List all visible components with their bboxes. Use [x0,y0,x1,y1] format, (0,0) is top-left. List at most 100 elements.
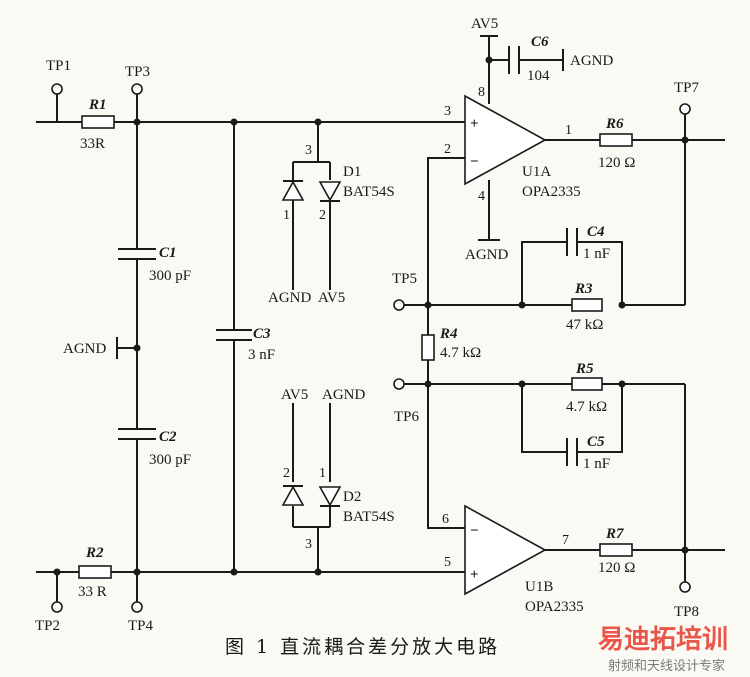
tp8-label: TP8 [674,604,699,620]
watermark-brand: 易迪拓培训 [598,625,728,655]
c2-capacitor [118,428,156,440]
tp5-label: TP5 [392,271,417,287]
component-labels: R1 33R R2 33 R R3 47 kΩ R4 4.7 kΩ R5 4.7… [78,34,635,615]
r5-ref: R5 [575,361,594,377]
junction-dots [53,56,689,576]
u1b-ref: U1B [525,579,553,595]
u1b-pin-6: 6 [442,512,449,527]
tp3-label: TP3 [125,64,150,80]
tp7-terminal [679,103,691,115]
resistor-bodies [78,115,633,579]
r7-value: 120 Ω [598,560,635,576]
c1-ref: C1 [159,245,177,261]
r6-value: 120 Ω [598,155,635,171]
d1-agnd-label: AGND [268,290,311,306]
r1-value: 33R [80,136,105,152]
u1a-pin-2: 2 [444,142,451,157]
u1b-pin-5: 5 [444,555,451,570]
tp7-label: TP7 [674,80,700,96]
figure-caption: 图 1 直流耦合差分放大电路 [225,636,500,658]
tp3-terminal [131,83,143,95]
d2-pin-1: 1 [319,466,326,481]
c4-value: 1 nF [583,246,610,262]
tp5-terminal [393,299,405,311]
c6-ref: C6 [531,34,549,50]
d2-agnd-label: AGND [322,387,365,403]
d2-pin-3: 3 [305,537,312,552]
tp4-label: TP4 [128,618,154,634]
c6-capacitor [508,46,520,74]
test-point-markers [51,83,691,613]
u1b-pin-7: 7 [562,533,569,548]
u1a-minus-sign: − [470,154,479,170]
u1b-minus-sign: − [470,523,479,539]
tp2-terminal [51,601,63,613]
u1a-pin-4: 4 [478,189,485,204]
d1-ref: D1 [343,164,361,180]
diode-d1 [281,180,342,202]
agnd-label-left: AGND [63,341,106,357]
op-amp-u1b: − + [464,504,547,596]
c5-capacitor [566,438,578,466]
r7-resistor [599,543,633,557]
diode-d2 [281,485,342,507]
r6-resistor [599,133,633,147]
d2-av5-label: AV5 [281,387,308,403]
u1b-plus-sign: + [470,567,479,583]
agnd-label-u1a: AGND [465,247,508,263]
tp1-terminal [51,83,63,95]
tp1-label: TP1 [46,58,71,74]
r3-value: 47 kΩ [566,317,603,333]
capacitor-plates [118,46,578,466]
tp8-terminal [679,581,691,593]
test-point-labels: TP1 TP3 TP2 TP4 TP5 TP6 TP7 TP8 [35,58,700,634]
c6-value: 104 [527,68,550,84]
c1-capacitor [118,248,156,260]
u1b-part: OPA2335 [525,599,584,615]
u1a-pin-3: 3 [444,104,451,119]
d2-part: BAT54S [343,509,395,525]
d1-pin-3: 3 [305,143,312,158]
r2-resistor [78,565,112,579]
c2-value: 300 pF [149,452,191,468]
d1-av5-label: AV5 [318,290,345,306]
c3-ref: C3 [253,326,271,342]
d2-pin-2: 2 [283,466,290,481]
c4-capacitor [566,228,578,256]
u1a-pin-8: 8 [478,85,485,100]
d2-ref: D2 [343,489,361,505]
net-labels: AGND AGND AGND AV5 AGND AV5 AV5 AGND [63,16,613,403]
c3-value: 3 nF [248,347,275,363]
wires [36,36,725,602]
u1a-plus-sign: + [470,116,479,132]
tp2-label: TP2 [35,618,60,634]
u1a-ref: U1A [522,164,551,180]
c3-capacitor [216,329,252,341]
watermark: 易迪拓培训 射频和天线设计专家 [598,625,728,674]
c1-value: 300 pF [149,268,191,284]
r4-value: 4.7 kΩ [440,345,481,361]
r1-resistor [81,115,115,129]
c5-ref: C5 [587,434,605,450]
r1-ref: R1 [88,97,107,113]
agnd-label-c6: AGND [570,53,613,69]
r3-resistor [571,298,603,312]
r4-ref: R4 [439,326,458,342]
op-amp-u1a: + − [464,94,547,186]
r7-ref: R7 [605,526,624,542]
tp4-terminal [131,601,143,613]
c5-value: 1 nF [583,456,610,472]
av5-label-u1a: AV5 [471,16,498,32]
tp6-label: TP6 [394,409,420,425]
u1a-part: OPA2335 [522,184,581,200]
c2-ref: C2 [159,429,177,445]
tp6-terminal [393,378,405,390]
u1a-pin-1: 1 [565,123,572,138]
r3-ref: R3 [574,281,593,297]
d1-pin-2: 2 [319,208,326,223]
supply-bars [116,35,564,359]
watermark-tagline: 射频和天线设计专家 [608,658,725,674]
r6-ref: R6 [605,116,624,132]
